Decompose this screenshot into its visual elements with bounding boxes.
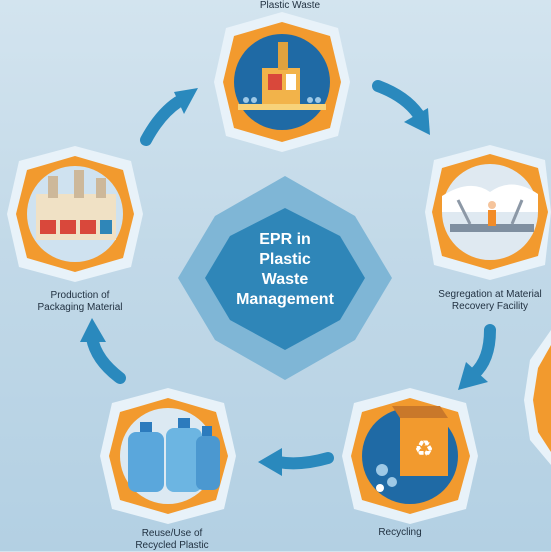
node-recycling: ♻	[342, 388, 478, 524]
conveyor-machine-icon	[238, 42, 326, 110]
sorting-facility-icon	[442, 184, 538, 232]
node-plastic-waste	[214, 12, 350, 152]
center-hexagon-inner	[205, 208, 365, 350]
step-label-recycling: Recycling	[378, 527, 422, 538]
center-hexagon	[178, 176, 392, 380]
node-production	[7, 146, 143, 282]
step-label-segregation: Segregation at Material Recovery Facilit…	[438, 289, 542, 312]
arrow-recycling-to-reuse	[258, 448, 334, 476]
arrow-segregation-to-recycling	[458, 324, 496, 390]
arrow-reuse-to-production	[80, 318, 126, 384]
center-title: EPR in Plastic Waste Management	[236, 231, 334, 308]
arrow-plastic-to-segregation	[372, 80, 430, 135]
factory-icon	[36, 170, 116, 240]
node-segregation	[425, 145, 551, 280]
arrow-production-to-plastic	[140, 88, 198, 146]
step-label-production: Production of Packaging Material	[37, 290, 123, 313]
partial-node	[524, 330, 551, 465]
water-jugs-icon	[128, 418, 220, 492]
node-reuse	[100, 388, 236, 524]
step-label-reuse: Reuse/Use of Recycled Plastic	[135, 528, 209, 551]
recycling-bin-icon: ♻	[376, 406, 448, 492]
step-label-plastic-waste: Plastic Waste	[259, 0, 321, 11]
svg-text:♻: ♻	[414, 437, 434, 462]
